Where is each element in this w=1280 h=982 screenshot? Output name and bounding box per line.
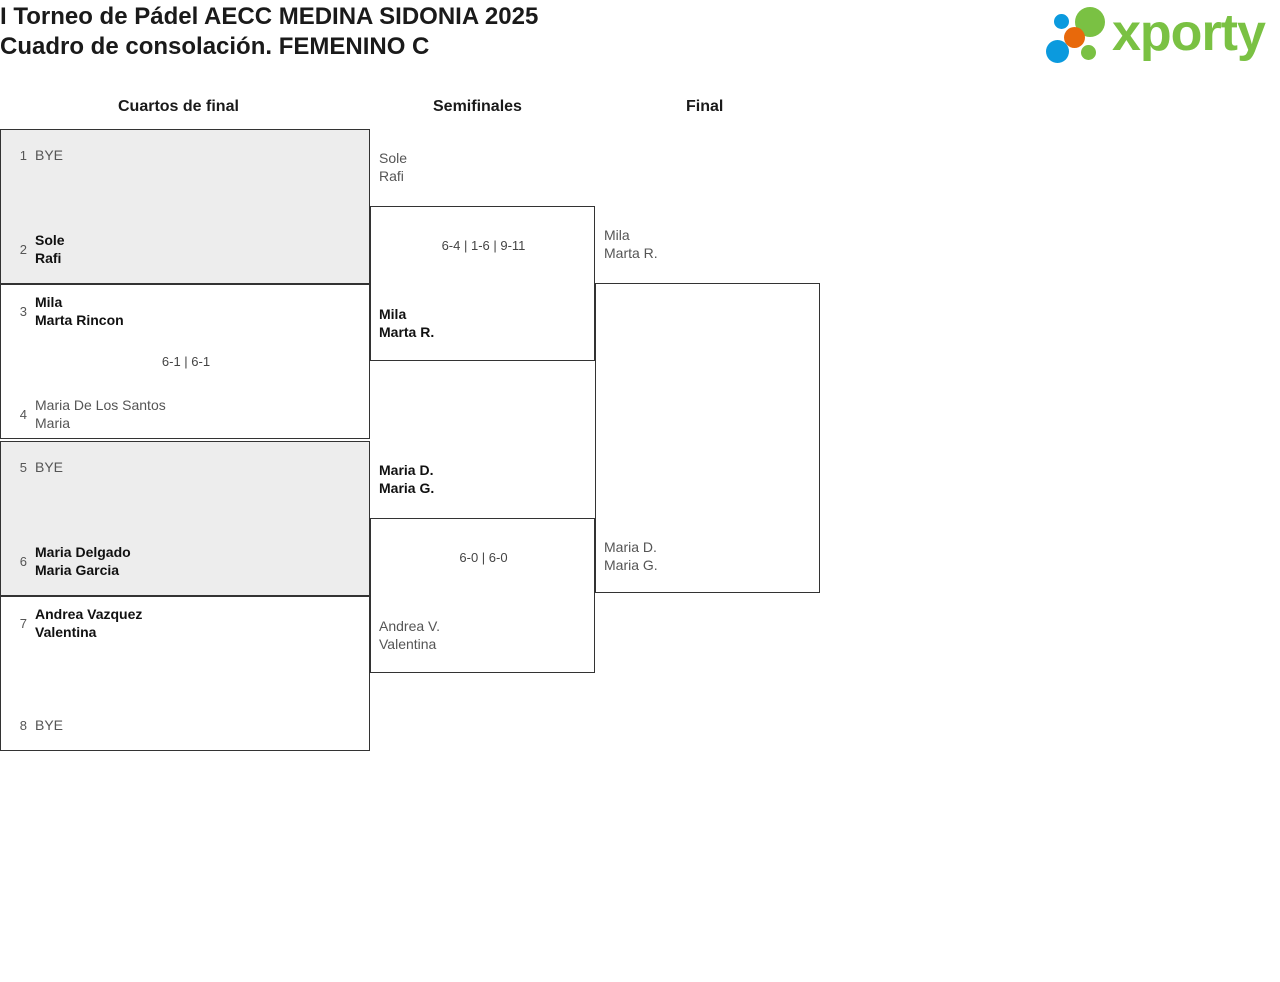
logo-dot-blue-small-icon <box>1054 14 1069 29</box>
round-header-quarterfinals: Cuartos de final <box>118 98 239 115</box>
player-name-2: Rafi <box>35 250 62 266</box>
seed-number: 6 <box>19 553 27 569</box>
player-name-1: BYE <box>35 147 64 163</box>
seed-number: 3 <box>19 303 27 319</box>
page-title: I Torneo de Pádel AECC MEDINA SIDONIA 20… <box>0 2 900 62</box>
match-entry-qf-4-top[interactable]: 7 Andrea Vazquez Valentina <box>7 605 143 641</box>
match-box-qf-1[interactable]: 1 BYE 2 Sole Rafi <box>0 129 370 284</box>
seed-number: 4 <box>19 406 27 422</box>
logo-wordmark: xporty <box>1112 4 1266 62</box>
seed-number: 7 <box>19 615 27 631</box>
match-box-sf-2[interactable]: Maria D. Maria G. 6-0 | 6-0 Andrea V. Va… <box>370 462 595 673</box>
player-name-1: Mila <box>604 227 630 243</box>
match-entry-sf-1-bottom[interactable]: Mila Marta R. <box>379 305 434 341</box>
match-entry-final-top[interactable]: Mila Marta R. <box>604 226 658 262</box>
player-name-1: Sole <box>379 150 408 166</box>
match-score-sf-2: 6-0 | 6-0 <box>459 550 508 565</box>
seed-number: 2 <box>19 241 27 257</box>
player-name-1: Andrea Vazquez <box>35 606 143 622</box>
player-name-1: BYE <box>35 459 64 475</box>
player-name-2: Maria G. <box>604 557 658 573</box>
match-entry-qf-4-bottom[interactable]: 8 BYE <box>7 716 63 734</box>
match-box-final[interactable]: Mila Marta R. Maria D. Maria G. <box>595 227 820 593</box>
player-name-1: BYE <box>35 717 64 733</box>
seed-number: 8 <box>19 717 27 733</box>
logo-dot-orange-icon <box>1064 27 1085 48</box>
round-header-final: Final <box>686 98 724 115</box>
player-name-1: Maria De Los Santos <box>35 397 166 413</box>
player-name-1: Mila <box>379 306 407 322</box>
match-entry-sf-2-top[interactable]: Maria D. Maria G. <box>379 461 434 497</box>
match-box-qf-4[interactable]: 7 Andrea Vazquez Valentina 8 BYE <box>0 596 370 751</box>
player-name-2: Valentina <box>379 636 437 652</box>
round-header-semifinals: Semifinales <box>433 98 522 115</box>
player-name-1: Maria D. <box>379 462 434 478</box>
logo-dot-green-small-icon <box>1081 45 1096 60</box>
match-score-qf-2: 6-1 | 6-1 <box>161 354 211 369</box>
match-entry-qf-2-bottom[interactable]: 4 Maria De Los Santos Maria <box>7 396 166 432</box>
logo-dots-icon <box>1046 7 1116 63</box>
match-entry-final-bottom[interactable]: Maria D. Maria G. <box>604 538 658 574</box>
player-name-2: Maria G. <box>379 480 435 496</box>
player-name-2: Marta Rincon <box>35 312 124 328</box>
player-name-1: Maria D. <box>604 539 657 555</box>
player-name-2: Maria Garcia <box>35 562 120 578</box>
logo-dot-blue-large-icon <box>1046 40 1069 63</box>
player-name-1: Maria Delgado <box>35 544 131 560</box>
player-name-1: Sole <box>35 232 65 248</box>
match-box-qf-3[interactable]: 5 BYE 6 Maria Delgado Maria Garcia <box>0 441 370 596</box>
player-name-2: Marta R. <box>604 245 658 261</box>
match-entry-qf-1-bottom[interactable]: 2 Sole Rafi <box>7 231 65 267</box>
xporty-logo[interactable]: xporty <box>1046 4 1274 66</box>
match-entry-qf-3-bottom[interactable]: 6 Maria Delgado Maria Garcia <box>7 543 131 579</box>
match-box-qf-2[interactable]: 3 Mila Marta Rincon 6-1 | 6-1 4 Maria De… <box>0 284 370 439</box>
match-box-sf-1[interactable]: Sole Rafi 6-4 | 1-6 | 9-11 Mila Marta R. <box>370 150 595 361</box>
player-name-2: Maria <box>35 415 71 431</box>
seed-number: 1 <box>19 147 27 163</box>
seed-number: 5 <box>19 459 27 475</box>
player-name-1: Andrea V. <box>379 618 440 634</box>
match-entry-sf-1-top[interactable]: Sole Rafi <box>379 149 407 185</box>
tournament-name: I Torneo de Pádel AECC MEDINA SIDONIA 20… <box>0 3 539 30</box>
match-entry-qf-2-top[interactable]: 3 Mila Marta Rincon <box>7 293 124 329</box>
player-name-1: Mila <box>35 294 63 310</box>
player-name-2: Marta R. <box>379 324 435 340</box>
match-entry-qf-3-top[interactable]: 5 BYE <box>7 458 63 476</box>
player-name-2: Valentina <box>35 624 97 640</box>
player-name-2: Rafi <box>379 168 404 184</box>
match-entry-sf-2-bottom[interactable]: Andrea V. Valentina <box>379 617 440 653</box>
match-entry-qf-1-top[interactable]: 1 BYE <box>7 146 63 164</box>
match-score-sf-1: 6-4 | 1-6 | 9-11 <box>441 238 526 253</box>
bracket-subtitle: Cuadro de consolación. FEMENINO C <box>0 33 430 60</box>
